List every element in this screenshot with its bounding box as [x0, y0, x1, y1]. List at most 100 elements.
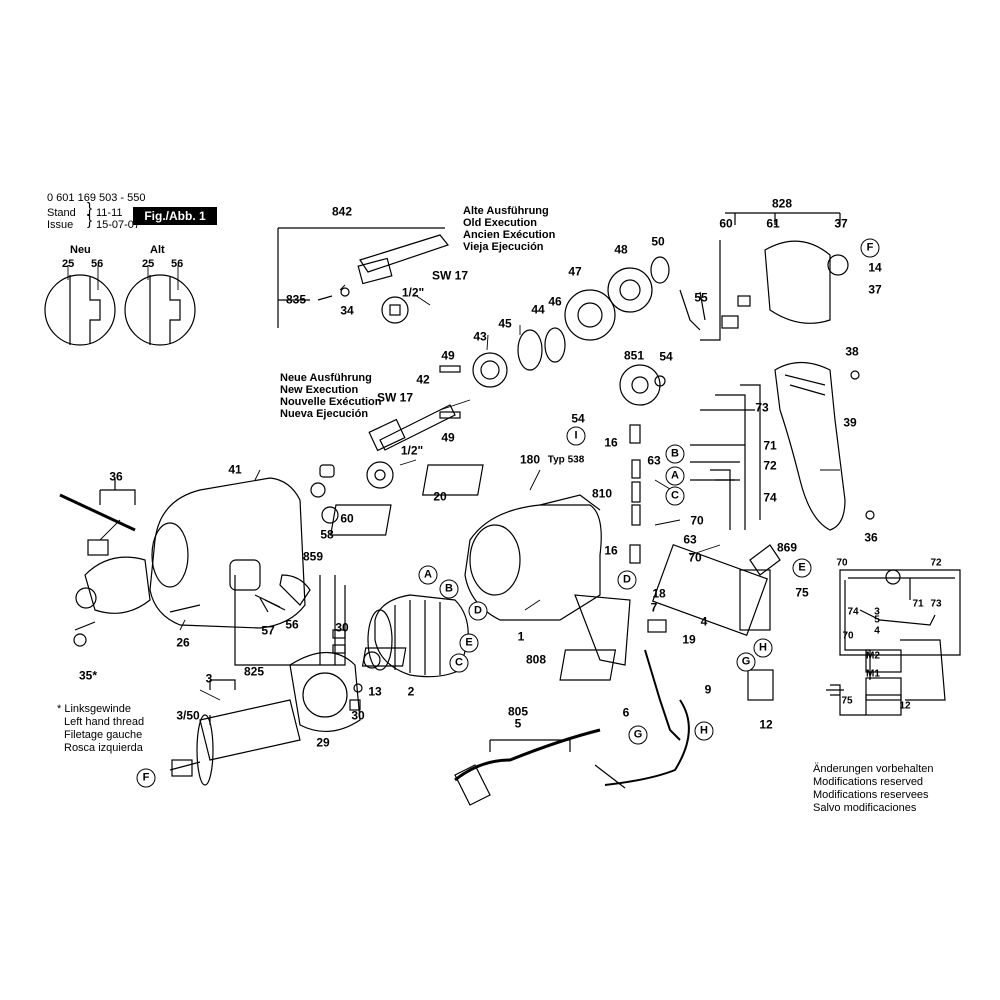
part-label-20: 20 [433, 489, 447, 504]
part-label-2: 2 [407, 684, 415, 699]
part-label-30-bottom: 30 [351, 708, 365, 723]
detail-56a: 56 [91, 258, 104, 270]
spindle-842 [277, 227, 450, 328]
brace-2: } [87, 212, 93, 229]
part-label-47: 47 [568, 264, 582, 279]
new-exec-en: New Execution [280, 384, 359, 396]
part-label-36-left: 36 [109, 469, 123, 484]
part-label-37-bottom: 37 [868, 282, 882, 297]
part-label-43: 43 [473, 329, 487, 344]
part-label-3-50: 3/50 [176, 708, 200, 723]
handle [774, 361, 875, 531]
part-label-half-new: 1/2" [400, 443, 424, 458]
part-label-16-top: 16 [604, 435, 618, 450]
ref-circle-i: I [566, 426, 586, 446]
part-label-60-top: 60 [719, 216, 733, 231]
part-label-48: 48 [614, 242, 628, 257]
part-label-49-top: 49 [441, 348, 455, 363]
part-label-16-bottom: 16 [604, 543, 618, 558]
detail-56b: 56 [171, 258, 184, 270]
schematic-4: 4 [874, 625, 880, 637]
part-label-851: 851 [623, 348, 645, 363]
stand-value: 11-11 [96, 207, 123, 219]
modifications-de: Änderungen vorbehalten [813, 763, 934, 775]
part-label-38: 38 [845, 344, 859, 359]
part-label-70-bottom: 70 [688, 550, 702, 565]
part-label-3: 3 [205, 671, 213, 686]
part-label-70-top: 70 [690, 513, 704, 528]
spindle-new [366, 365, 461, 489]
part-label-sw17-old: SW 17 [431, 268, 469, 283]
ref-circle-e-right: E [792, 558, 812, 578]
part-label-29: 29 [316, 735, 330, 750]
ref-circle-g-bottom: G [628, 725, 648, 745]
left-thread-en: Left hand thread [64, 716, 145, 728]
part-label-75: 75 [795, 585, 809, 600]
schematic-3: 3 [874, 606, 880, 618]
part-label-73: 73 [755, 400, 769, 415]
ref-circle-b-right: B [665, 444, 685, 464]
part-label-808: 808 [525, 652, 547, 667]
part-label-typ: Typ 538 [547, 454, 585, 466]
schematic-72: 72 [930, 557, 942, 569]
part-label-45: 45 [498, 316, 512, 331]
part-label-74: 74 [763, 490, 777, 505]
part-label-44: 44 [531, 302, 545, 317]
schematic-12: 12 [899, 700, 911, 712]
part-label-37-top: 37 [834, 216, 848, 231]
part-label-828: 828 [771, 196, 793, 211]
new-exec-es: Nueva Ejecución [280, 408, 369, 420]
part-label-63-top: 63 [647, 453, 661, 468]
part-label-36-right: 36 [864, 530, 878, 545]
stand-label: Stand [47, 207, 76, 219]
old-exec-fr: Ancien Exécution [463, 229, 556, 241]
part-label-72: 72 [763, 458, 777, 473]
motor-housing [329, 464, 631, 667]
part-label-19: 19 [682, 632, 696, 647]
schematic-75: 75 [841, 695, 853, 707]
part-label-49-bottom: 49 [441, 430, 455, 445]
part-label-9: 9 [704, 682, 712, 697]
ref-circle-f-bottom: F [136, 768, 156, 788]
chuck-and-key [59, 478, 151, 647]
ref-circle-b-left: B [439, 579, 459, 599]
old-exec-de: Alte Ausführung [463, 205, 549, 217]
modifications-fr: Modifications reservees [813, 789, 929, 801]
part-label-54-left: 54 [571, 411, 585, 426]
detail-25b: 25 [142, 258, 155, 270]
part-label-5: 5 [514, 716, 522, 731]
armature [169, 679, 301, 786]
part-label-55: 55 [694, 290, 708, 305]
ref-circle-a-left: A [418, 565, 438, 585]
left-thread-de: * Linksgewinde [57, 703, 131, 715]
part-label-30-top: 30 [335, 620, 349, 635]
part-label-57: 57 [261, 623, 275, 638]
part-label-46: 46 [548, 294, 562, 309]
part-label-41: 41 [228, 462, 242, 477]
part-label-63-bottom: 63 [683, 532, 697, 547]
part-label-7: 7 [650, 600, 658, 615]
part-label-50: 50 [651, 234, 665, 249]
detail-25a: 25 [62, 258, 75, 270]
figure-label: Fig./Abb. 1 [133, 207, 217, 225]
power-cable [454, 649, 690, 806]
part-label-14: 14 [868, 260, 882, 275]
ref-circle-h-bottom: H [694, 721, 714, 741]
ref-circle-c-right: C [665, 486, 685, 506]
gear-housing [149, 464, 346, 666]
issue-label: Issue [47, 219, 74, 231]
part-label-35: 35* [78, 668, 98, 683]
part-label-805: 805 [507, 704, 529, 719]
part-label-26: 26 [176, 635, 190, 650]
alt-label: Alt [150, 244, 165, 256]
fan-baffle [289, 629, 363, 733]
schematic-70-bottom: 70 [842, 630, 854, 642]
modifications-en: Modifications reserved [813, 776, 924, 788]
electric-schematic [826, 569, 961, 716]
modifications-es: Salvo modificaciones [813, 802, 917, 814]
issue-value: 15-07-07 [96, 219, 141, 231]
schematic-m2: M2 [866, 650, 880, 662]
part-label-sw17-new: SW 17 [376, 390, 414, 405]
schematic-71: 71 [912, 598, 924, 610]
